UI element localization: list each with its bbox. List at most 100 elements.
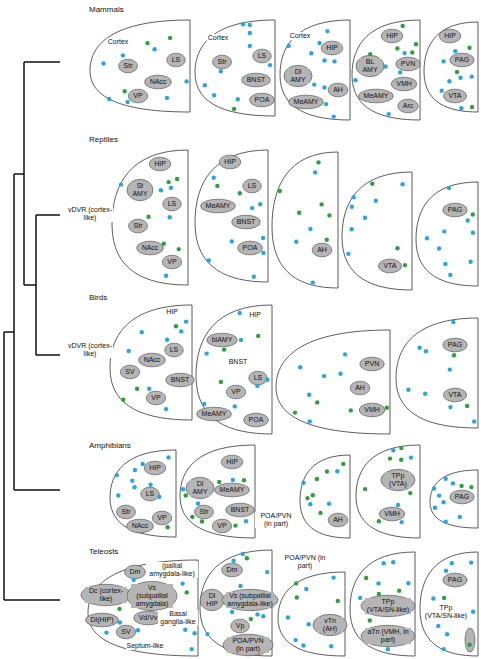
brain-region xyxy=(117,505,136,519)
region-label: Vp xyxy=(235,622,246,630)
green-cell-dot xyxy=(123,89,127,93)
blue-cell-dot xyxy=(466,218,470,222)
region-label: LS xyxy=(257,52,268,60)
blue-cell-dot xyxy=(294,240,298,244)
brain-region xyxy=(226,503,255,517)
region-label: aTn (VMH, in part) xyxy=(365,628,411,643)
green-cell-dot xyxy=(168,36,172,40)
green-cell-dot xyxy=(368,618,372,622)
brain-section-outline xyxy=(276,330,390,434)
region-label: VMH xyxy=(363,406,381,414)
green-cell-dot xyxy=(232,107,236,111)
region-note: vDVR (cortex-like) xyxy=(67,342,113,357)
region-label: AH xyxy=(316,246,328,254)
brain-region xyxy=(396,57,420,71)
blue-cell-dot xyxy=(442,229,446,233)
green-cell-dot xyxy=(145,41,149,45)
region-label: NAcc xyxy=(143,356,162,364)
brain-region xyxy=(312,243,332,257)
blue-cell-dot xyxy=(115,473,119,477)
blue-cell-dot xyxy=(118,620,122,624)
blue-cell-dot xyxy=(313,170,317,174)
region-label: PAG xyxy=(447,576,463,584)
brain-region xyxy=(284,65,312,86)
region-label: SV xyxy=(124,368,135,376)
blue-cell-dot xyxy=(168,215,172,219)
blue-cell-dot xyxy=(433,506,437,510)
blue-cell-dot xyxy=(268,63,272,67)
blue-cell-dot xyxy=(230,239,234,243)
brain-region xyxy=(222,563,243,577)
brain-region xyxy=(200,589,224,610)
blue-cell-dot xyxy=(192,631,196,635)
region-label: PVN xyxy=(400,60,416,68)
blue-cell-dot xyxy=(107,97,111,101)
region-label: Str xyxy=(123,62,134,70)
blue-cell-dot xyxy=(248,31,252,35)
region-label: TPp (VTA) xyxy=(385,472,411,487)
green-cell-dot xyxy=(364,576,368,580)
brain-region xyxy=(356,55,384,76)
region-label: PAG xyxy=(447,206,463,214)
blue-cell-dot xyxy=(184,79,188,83)
blue-cell-dot xyxy=(248,44,252,48)
region-label: VP xyxy=(166,258,177,266)
blue-cell-dot xyxy=(329,644,333,648)
green-cell-dot xyxy=(459,484,463,488)
blue-cell-dot xyxy=(417,346,421,350)
blue-cell-dot xyxy=(441,500,445,504)
green-cell-dot xyxy=(399,446,403,450)
blue-cell-dot xyxy=(157,495,161,499)
region-label: HIP xyxy=(148,464,162,472)
brain-region xyxy=(219,155,241,169)
blue-cell-dot xyxy=(252,275,256,279)
brain-region xyxy=(232,215,261,229)
blue-cell-dot xyxy=(386,647,390,651)
green-cell-dot xyxy=(318,511,322,515)
green-cell-dot xyxy=(297,211,301,215)
brain-region xyxy=(146,391,165,405)
green-cell-dot xyxy=(200,519,204,523)
blue-cell-dot xyxy=(391,448,395,452)
green-cell-dot xyxy=(385,406,389,410)
region-label: POA xyxy=(248,416,265,424)
blue-cell-dot xyxy=(437,246,441,250)
blue-cell-dot xyxy=(312,82,316,86)
region-label: Str xyxy=(199,508,210,516)
green-cell-dot xyxy=(363,487,367,491)
blue-cell-dot xyxy=(324,102,328,106)
brain-region xyxy=(127,519,154,533)
blue-cell-dot xyxy=(470,74,474,78)
region-note: Cortex xyxy=(107,38,130,46)
region-label: AH xyxy=(332,516,344,524)
blue-cell-dot xyxy=(471,610,475,614)
blue-cell-dot xyxy=(101,61,105,65)
brain-region xyxy=(359,89,394,103)
brain-section-outline xyxy=(195,20,275,116)
region-note: HIP xyxy=(248,311,262,319)
blue-cell-dot xyxy=(125,100,129,104)
blue-cell-dot xyxy=(238,584,242,588)
blue-cell-dot xyxy=(423,392,427,396)
brain-region xyxy=(443,388,466,402)
green-cell-dot xyxy=(166,180,170,184)
blue-cell-dot xyxy=(212,176,216,180)
region-label: BL AMY xyxy=(360,58,380,73)
region-label: LS xyxy=(169,346,180,354)
region-label: NAcc xyxy=(141,244,160,252)
blue-cell-dot xyxy=(468,260,472,264)
brain-region xyxy=(221,455,243,469)
blue-cell-dot xyxy=(250,206,254,210)
brain-region xyxy=(450,53,474,67)
blue-cell-dot xyxy=(458,515,462,519)
blue-cell-dot xyxy=(400,182,404,186)
blue-cell-dot xyxy=(241,552,245,556)
brain-section-outline xyxy=(278,572,345,656)
brain-section-outline xyxy=(196,305,272,434)
blue-cell-dot xyxy=(164,274,168,278)
blue-cell-dot xyxy=(432,486,436,490)
region-label: BNST xyxy=(230,506,251,514)
blue-cell-dot xyxy=(244,519,248,523)
green-cell-dot xyxy=(175,177,179,181)
green-cell-dot xyxy=(165,525,169,529)
